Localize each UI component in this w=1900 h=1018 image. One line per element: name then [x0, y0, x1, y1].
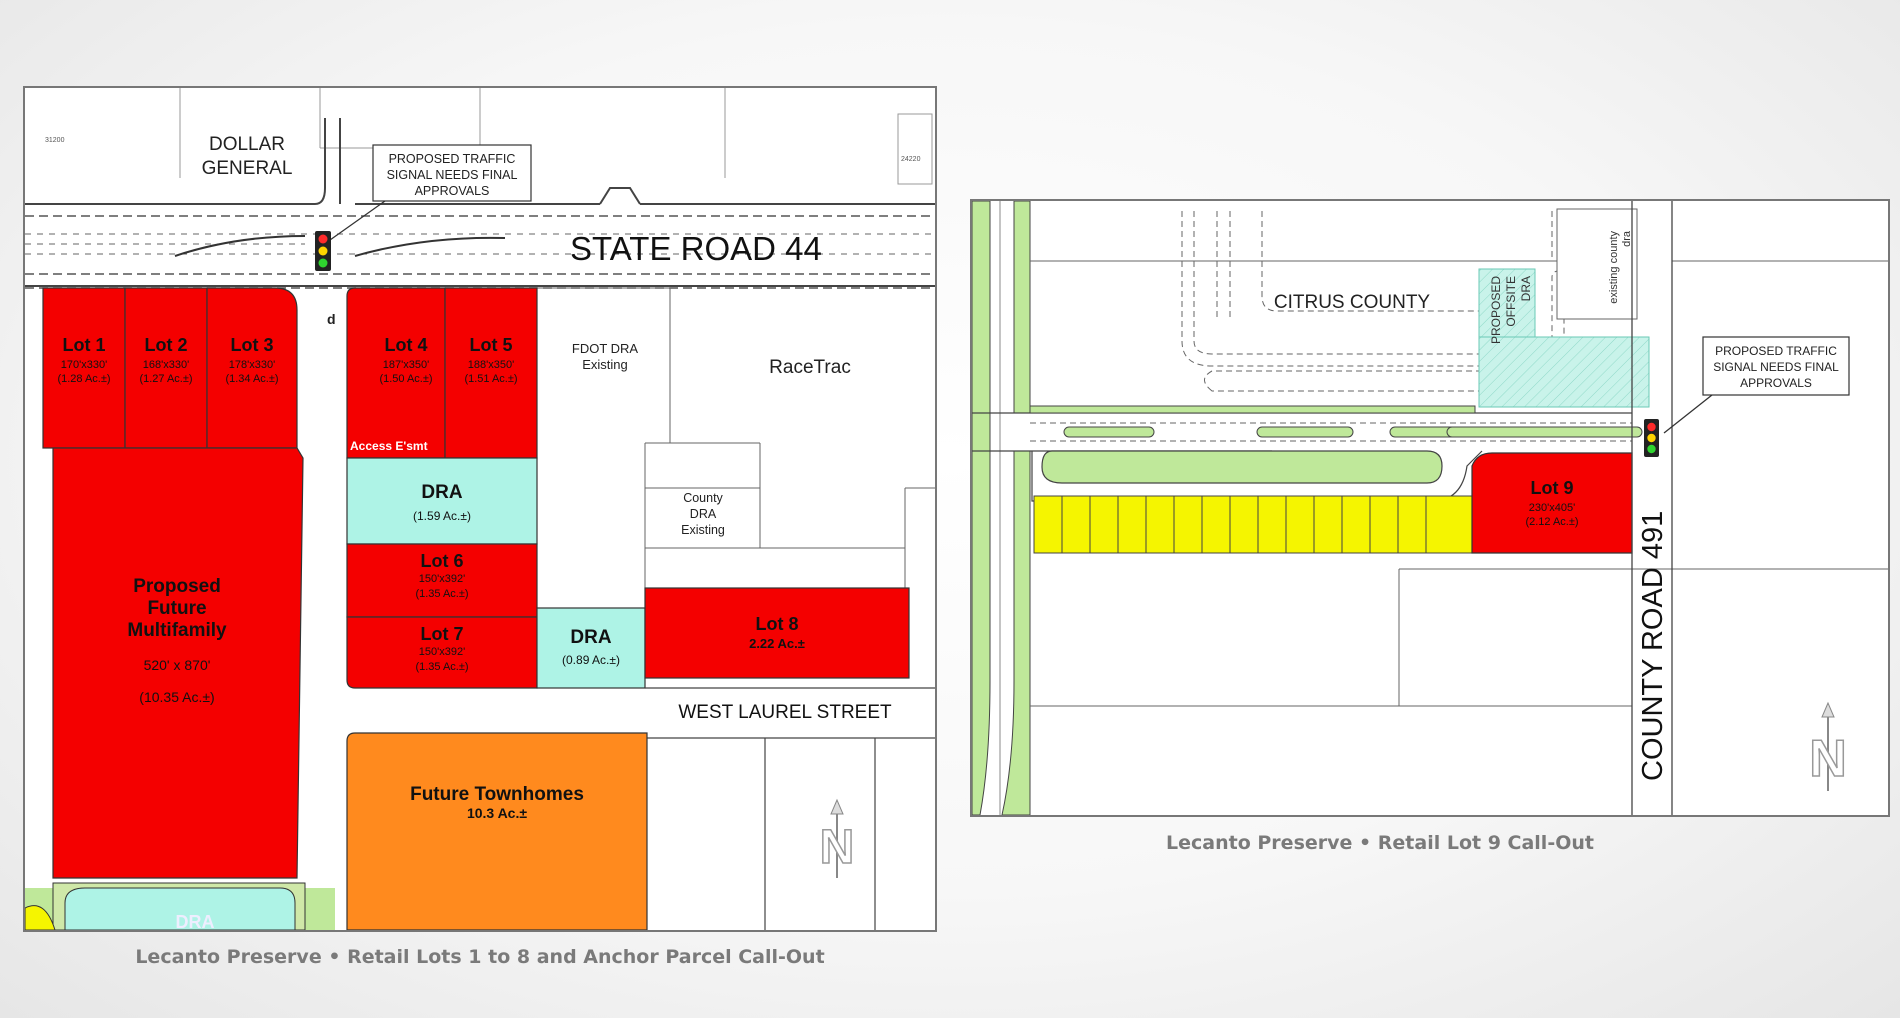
north-letter-left: N — [820, 821, 855, 874]
signal-note-right-line2: SIGNAL NEEDS FINAL — [1713, 360, 1839, 374]
signal-note-line3: APPROVALS — [415, 184, 490, 198]
county-dra-label-line1: County — [683, 491, 723, 505]
multifamily-line1: Proposed — [133, 576, 221, 597]
lot-8-area: 2.22 Ac.± — [749, 636, 805, 651]
lot-1-area: (1.28 Ac.±) — [57, 373, 110, 385]
county-road-491-label: COUNTY ROAD 491 — [1637, 511, 1669, 781]
north-arrow-icon: N — [1808, 701, 1848, 791]
dra-bottom-label: DRA — [176, 912, 215, 930]
townhomes-area: 10.3 Ac.± — [467, 805, 527, 821]
lot-1-dims: 170'x330' — [61, 359, 107, 371]
townhomes-name: Future Townhomes — [410, 784, 584, 805]
lot-6-parcel — [346, 543, 538, 618]
multifamily-dims: 520' x 870' — [144, 657, 211, 673]
traffic-signal-callout-right: PROPOSED TRAFFIC SIGNAL NEEDS FINAL APPR… — [1663, 336, 1850, 434]
lot-1-parcel — [42, 287, 126, 449]
multifamily-area: (10.35 Ac.±) — [139, 689, 214, 705]
lot-4-name: Lot 4 — [385, 335, 428, 355]
dra-1-name: DRA — [421, 482, 462, 503]
offsite-dra-line3: DRA — [1519, 276, 1533, 301]
existing-county-dra-line2: dra — [1621, 230, 1633, 247]
west-laurel-street-label: WEST LAUREL STREET — [678, 702, 892, 723]
lot-2-parcel — [124, 287, 208, 449]
traffic-light-icon — [315, 231, 331, 271]
lot-5-parcel — [444, 287, 538, 459]
caption-left-map: Lecanto Preserve • Retail Lots 1 to 8 an… — [135, 946, 825, 968]
lot-9-name: Lot 9 — [1531, 478, 1574, 498]
lot-4-dims: 187'x350' — [383, 359, 429, 371]
lot-2-name: Lot 2 — [145, 335, 188, 355]
north-arrow-icon: N — [819, 798, 855, 878]
lot-3-dims: 178'x330' — [229, 359, 275, 371]
lot-6-dims: 150'x392' — [419, 573, 465, 585]
multifamily-parcel — [52, 447, 304, 879]
lot-7-dims: 150'x392' — [419, 646, 465, 658]
lot-3-area: (1.34 Ac.±) — [225, 373, 278, 385]
dra-2-area: (0.89 Ac.±) — [562, 653, 620, 667]
traffic-signal-callout-left: PROPOSED TRAFFIC SIGNAL NEEDS FINAL APPR… — [329, 144, 532, 241]
lot-7-area: (1.35 Ac.±) — [415, 661, 468, 673]
lot-3-name: Lot 3 — [231, 335, 274, 355]
multifamily-line2: Future — [147, 598, 206, 619]
north-letter-right: N — [1809, 730, 1847, 788]
lot-9-area: (2.12 Ac.±) — [1525, 516, 1578, 528]
lot-4-area: (1.50 Ac.±) — [379, 373, 432, 385]
county-dra-label-line3: Existing — [681, 523, 725, 537]
county-dra-label-line2: DRA — [690, 507, 717, 521]
fdot-dra-label-line1: FDOT DRA — [572, 341, 639, 356]
lot-1-name: Lot 1 — [63, 335, 106, 355]
fdot-dra-label-line2: Existing — [582, 357, 628, 372]
lot-2-dims: 168'x330' — [143, 359, 189, 371]
lot-6-area: (1.35 Ac.±) — [415, 588, 468, 600]
yellow-lot-strip — [1033, 495, 1473, 554]
signal-note-line2: SIGNAL NEEDS FINAL — [387, 168, 518, 182]
racetrac-label: RaceTrac — [769, 357, 851, 378]
lot-7-name: Lot 7 — [421, 624, 464, 644]
dra-bottom-parcel — [64, 887, 296, 930]
lot-9-dims: 230'x405' — [1529, 502, 1575, 514]
site-plan-svg-right: existing county dra PROPOSED OFFSITE DRA… — [972, 201, 1888, 815]
lot-8-name: Lot 8 — [756, 614, 799, 634]
multifamily-line3: Multifamily — [127, 620, 227, 641]
signal-note-right-line3: APPROVALS — [1740, 376, 1812, 390]
site-plan-map-lots-1-8: 31200 24220 DOLLAR GENERAL PROPOSED TRAF… — [23, 86, 937, 932]
site-plan-svg-left: 31200 24220 DOLLAR GENERAL PROPOSED TRAF… — [25, 88, 935, 930]
lot-5-dims: 188'x350' — [468, 359, 514, 371]
lot-5-area: (1.51 Ac.±) — [464, 373, 517, 385]
citrus-county-label: CITRUS COUNTY — [1274, 292, 1431, 313]
parcel-number-31200: 31200 — [45, 137, 65, 144]
offsite-dra-line1: PROPOSED — [1489, 276, 1503, 344]
lot-7-parcel — [346, 616, 538, 689]
parcel-number-24220: 24220 — [901, 156, 921, 163]
future-townhomes-parcel — [346, 732, 648, 930]
dra-parcel-0-89 — [536, 607, 646, 689]
lot-5-name: Lot 5 — [470, 335, 513, 355]
caption-right-map: Lecanto Preserve • Retail Lot 9 Call-Out — [1166, 832, 1594, 854]
state-road-44-label: STATE ROAD 44 — [570, 230, 822, 267]
traffic-light-icon — [1644, 419, 1659, 457]
access-easement-label: Access E'smt — [350, 439, 428, 453]
signal-note-line1: PROPOSED TRAFFIC — [389, 152, 516, 166]
lot-8-parcel — [644, 587, 910, 679]
dollar-general-label-line1: DOLLAR — [209, 134, 285, 155]
side-road-letter: d — [327, 311, 336, 327]
dra-2-name: DRA — [570, 627, 611, 648]
lot-2-area: (1.27 Ac.±) — [139, 373, 192, 385]
dra-1-area: (1.59 Ac.±) — [413, 509, 471, 523]
existing-county-dra-line1: existing county — [1608, 231, 1620, 304]
lot-6-name: Lot 6 — [421, 551, 464, 571]
dollar-general-label-line2: GENERAL — [202, 158, 293, 179]
lot-3-parcel — [206, 287, 298, 449]
site-plan-map-lot-9: existing county dra PROPOSED OFFSITE DRA… — [970, 199, 1890, 817]
offsite-dra-line2: OFFSITE — [1504, 276, 1518, 327]
signal-note-right-line1: PROPOSED TRAFFIC — [1715, 344, 1837, 358]
